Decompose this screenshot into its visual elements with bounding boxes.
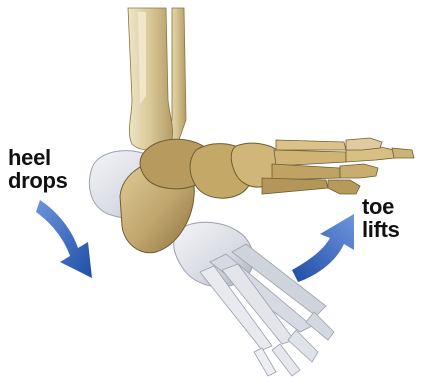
tan-toe bbox=[340, 164, 378, 178]
arrow-down-curved-icon bbox=[36, 200, 92, 278]
grey-toe bbox=[288, 330, 318, 362]
heel-drops-label: heel drops bbox=[8, 146, 68, 192]
tan-metatarsal bbox=[272, 164, 340, 180]
arrow-up-curved-icon bbox=[292, 214, 354, 282]
leg-bones bbox=[128, 8, 186, 150]
tibia-bone bbox=[128, 8, 173, 150]
tan-metatarsal bbox=[274, 150, 346, 166]
tan-metatarsal bbox=[262, 178, 328, 194]
tan-toe-tip bbox=[392, 148, 414, 158]
tan-toe bbox=[346, 138, 382, 150]
grey-toe bbox=[254, 348, 276, 376]
grey-toe bbox=[272, 344, 300, 376]
tan-toe bbox=[328, 180, 360, 194]
tan-metatarsal bbox=[276, 140, 346, 150]
toe-lifts-label: toe lifts bbox=[362, 195, 400, 241]
